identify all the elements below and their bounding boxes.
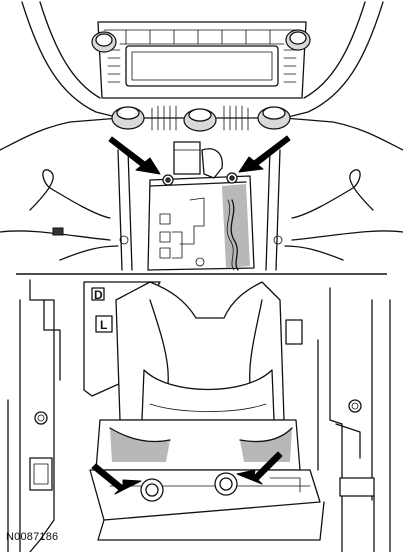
bottom-bolt-right [214, 472, 238, 496]
climate-knobs [111, 105, 291, 132]
shifter-assembly [147, 141, 255, 271]
top-bolt-left [162, 174, 174, 186]
arrow-right-bottom-icon [236, 451, 283, 485]
arrow-right-top-icon [238, 135, 291, 173]
arrow-left-top-icon [108, 136, 161, 175]
gear-label-d: D [94, 288, 103, 302]
top-bolt-right [226, 172, 238, 184]
figure-id-label: N0087186 [6, 531, 59, 543]
top-view-console [0, 1, 403, 271]
bottom-view-console: D L [7, 279, 391, 552]
gear-label-l: L [100, 318, 107, 332]
arrow-left-bottom-icon [91, 463, 142, 495]
audio-display-unit [91, 21, 311, 99]
bottom-bolt-left [140, 478, 164, 502]
